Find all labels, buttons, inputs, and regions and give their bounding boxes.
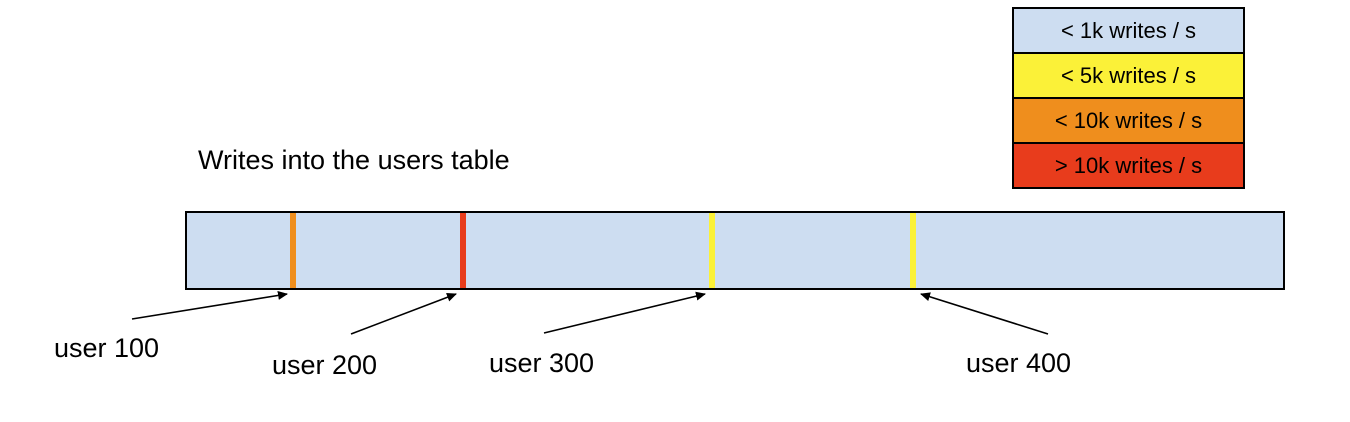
label-user-300: user 300 xyxy=(489,348,595,378)
arrow-user-100 xyxy=(131,290,288,320)
legend-item-lt-5k: < 5k writes / s xyxy=(1012,52,1245,99)
arrow-user-200 xyxy=(350,292,457,335)
write-hotspot-marker-user-200 xyxy=(460,213,467,288)
legend-item-gt-10k: > 10k writes / s xyxy=(1012,142,1245,189)
legend-item-label: < 1k writes / s xyxy=(1060,17,1197,43)
label-user-100: user 100 xyxy=(54,333,160,363)
write-hotspot-marker-user-100 xyxy=(290,213,297,288)
legend-item-label: < 5k writes / s xyxy=(1060,62,1197,88)
arrow-user-400 xyxy=(920,292,1049,335)
label-user-400: user 400 xyxy=(966,348,1072,378)
label-user-200: user 200 xyxy=(272,350,378,380)
diagram-title: Writes into the users table xyxy=(198,145,510,175)
legend: < 1k writes / s < 5k writes / s < 10k wr… xyxy=(1012,7,1245,189)
legend-item-label: > 10k writes / s xyxy=(1054,152,1203,178)
write-hotspot-marker-user-300 xyxy=(708,213,715,288)
legend-item-lt-1k: < 1k writes / s xyxy=(1012,7,1245,54)
users-table-bar xyxy=(185,211,1285,290)
legend-item-label: < 10k writes / s xyxy=(1054,107,1203,133)
write-hotspot-marker-user-400 xyxy=(909,213,916,288)
arrow-user-300 xyxy=(543,291,706,334)
legend-item-lt-10k: < 10k writes / s xyxy=(1012,97,1245,144)
